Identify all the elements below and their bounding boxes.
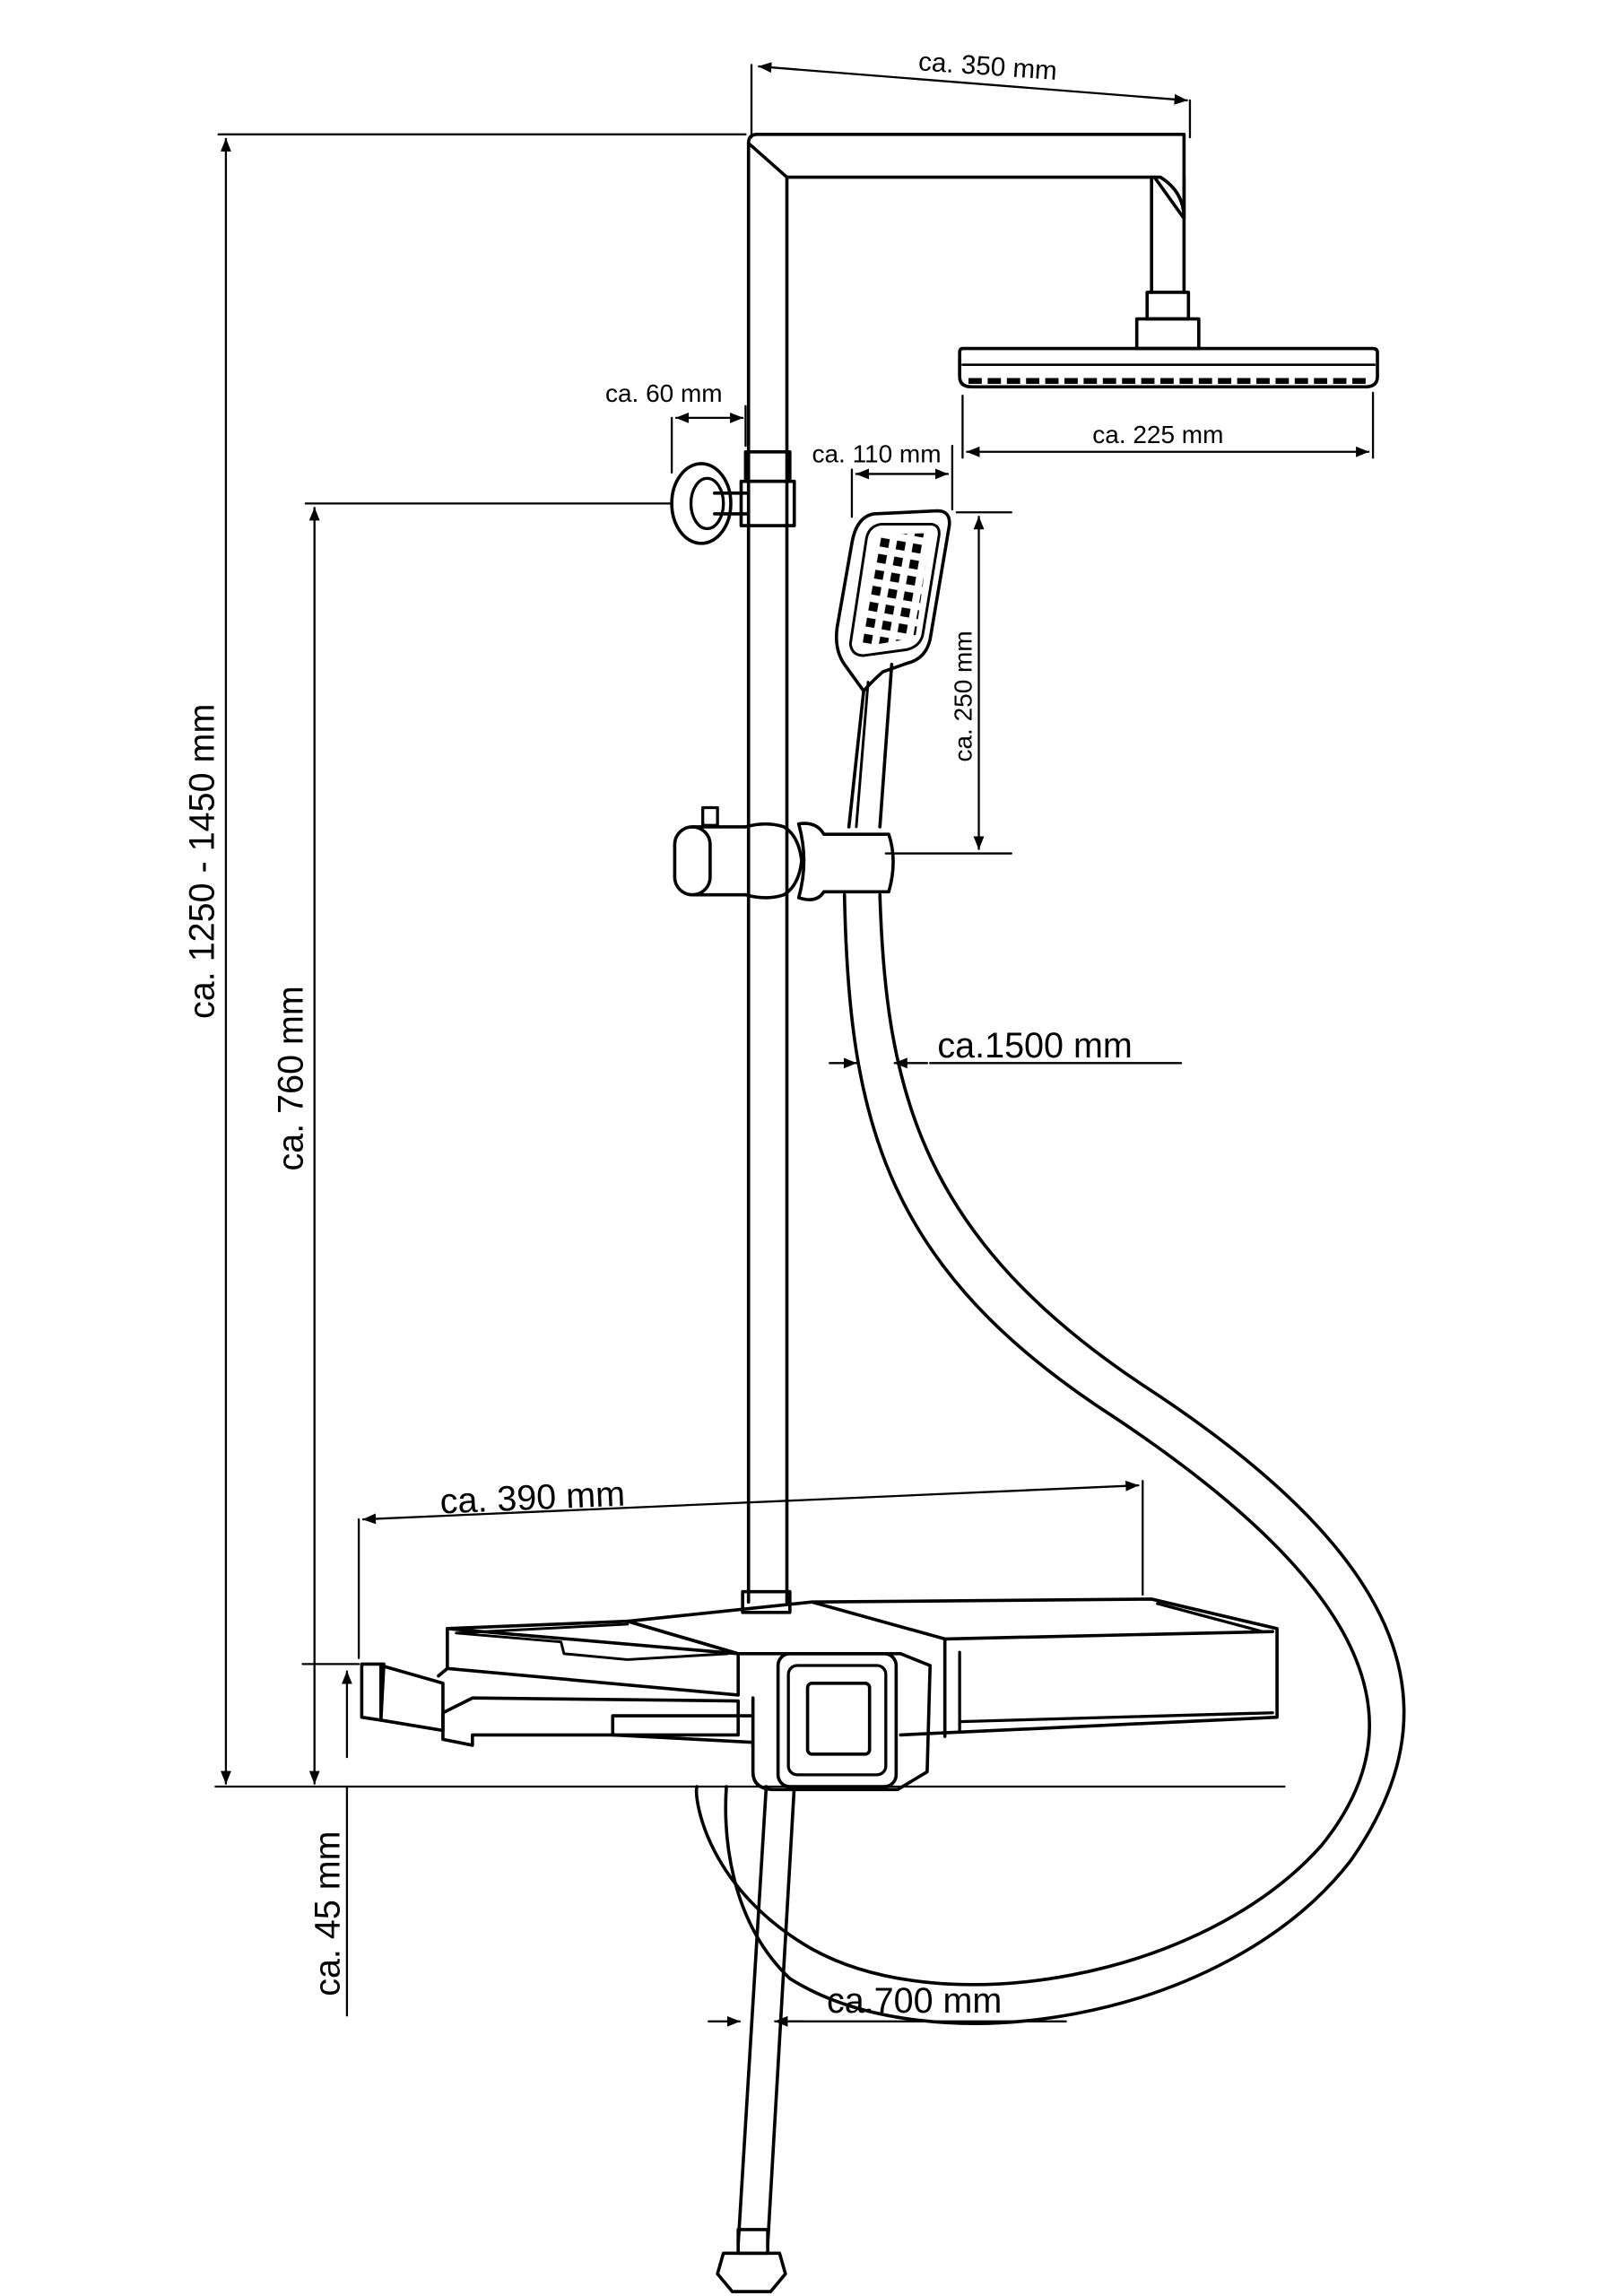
dim-top-arm xyxy=(750,62,1192,139)
hand-shower-width-label: ca. 110 mm xyxy=(812,439,942,467)
shower-arm-pipe xyxy=(1134,175,1201,351)
hose-short-label: ca.700 mm xyxy=(827,1981,1002,2021)
dim-bracket-height xyxy=(301,502,673,1785)
base-offset-label: ca. 45 mm xyxy=(308,1831,348,1996)
rain-shower-width-label: ca. 225 mm xyxy=(1092,421,1223,448)
dim-shelf-width xyxy=(357,1480,1144,1659)
dim-hand-shower-width xyxy=(850,445,954,518)
dim-wall-bracket xyxy=(670,404,747,474)
dim-rain-shower-width xyxy=(961,391,1375,459)
wall-bracket xyxy=(670,449,796,545)
rain-shower-head xyxy=(958,346,1379,389)
shower-rail xyxy=(746,133,1186,1605)
hand-shower-length-label: ca. 250 mm xyxy=(949,631,977,761)
overall-height-label: ca. 1250 - 1450 mm xyxy=(183,704,222,1019)
dim-hand-shower-length xyxy=(884,511,1012,855)
hand-shower xyxy=(834,509,951,829)
dim-overall-height xyxy=(214,133,1286,1788)
hose-long-label: ca.1500 mm xyxy=(937,1026,1132,1065)
bracket-height-label: ca. 760 mm xyxy=(272,986,311,1170)
slide-holder xyxy=(673,805,895,901)
shelf-width-label: ca. 390 mm xyxy=(439,1474,626,1522)
shower-hose xyxy=(694,892,1406,2293)
wall-bracket-offset-label: ca. 60 mm xyxy=(605,379,723,407)
thermostat-shelf xyxy=(360,1589,1279,1792)
